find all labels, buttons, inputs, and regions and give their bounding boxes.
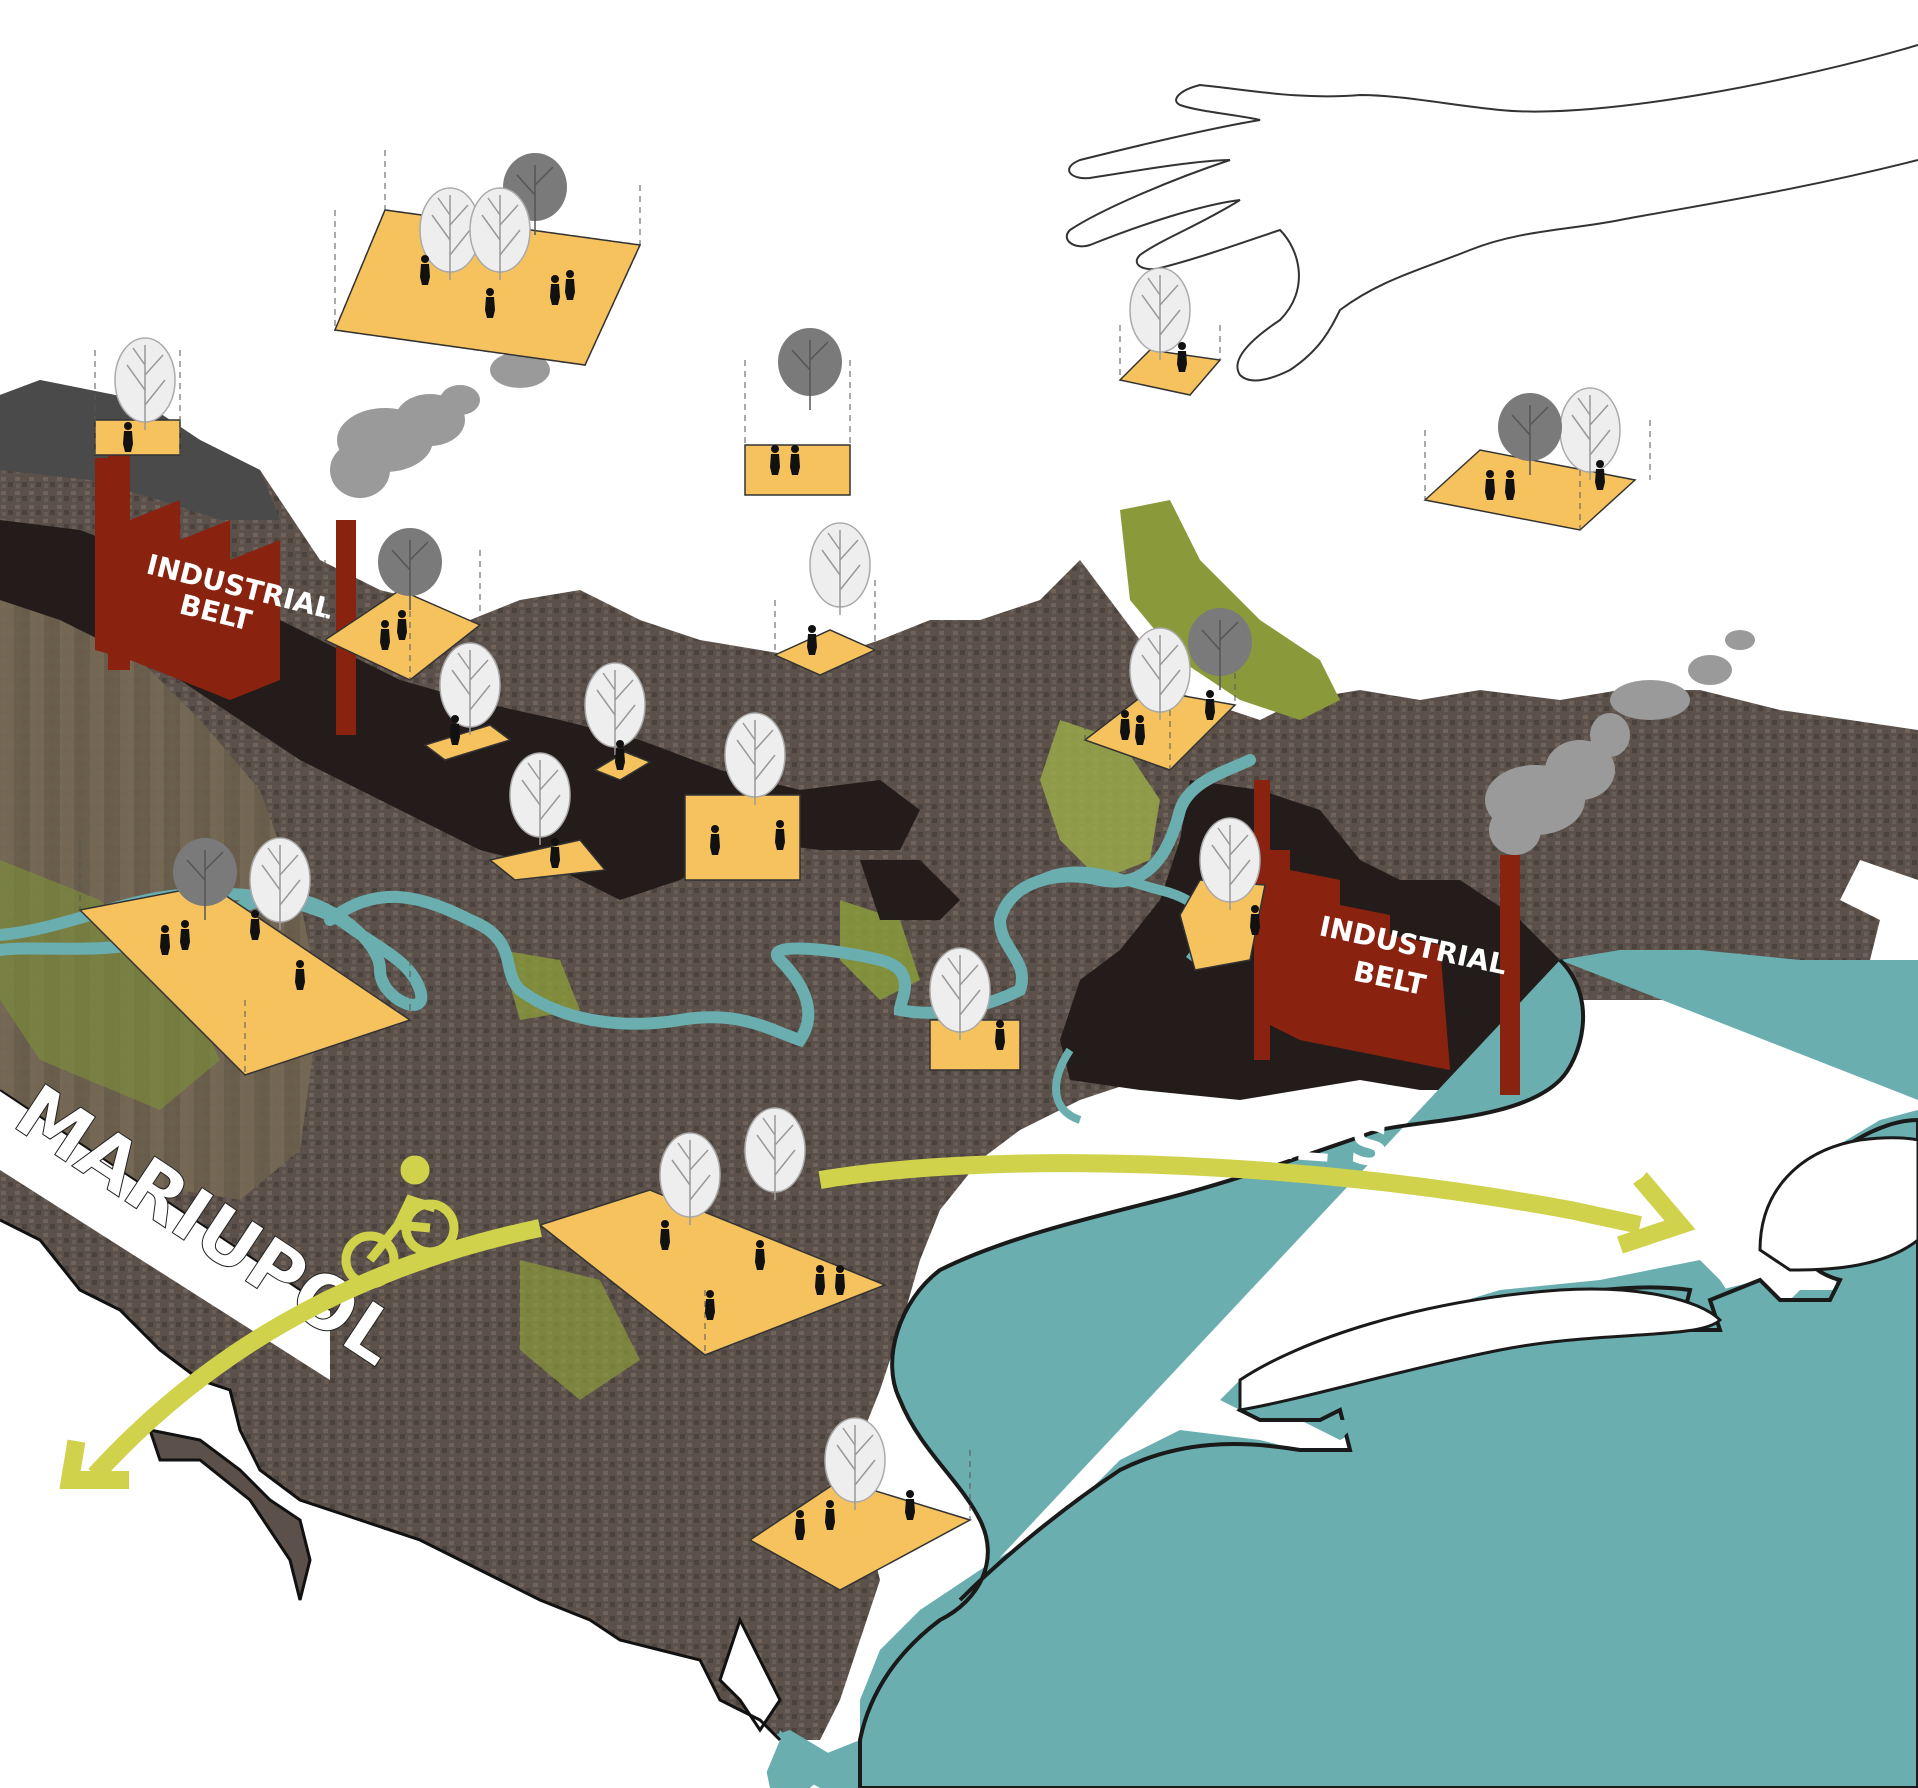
bicycle-icon	[341, 1155, 459, 1289]
east-shore	[1758, 1136, 1918, 1272]
green-park-south	[520, 1260, 640, 1400]
platform-east-river	[1179, 817, 1266, 971]
peoples-corridor-arrow	[59, 1154, 1696, 1489]
hand-icon	[1065, 44, 1918, 382]
platform-center-river	[929, 947, 1021, 1071]
platform-west-mid	[323, 527, 482, 681]
map-side-face	[0, 1090, 330, 1380]
platform-center-2	[773, 522, 877, 676]
smoke-icon-east	[1485, 630, 1755, 855]
platform-sky-2	[744, 327, 851, 496]
platform-corridor-center	[538, 1107, 888, 1356]
platform-south	[748, 1417, 972, 1591]
airport-strip	[147, 1428, 312, 1601]
green-park-river	[1040, 720, 1160, 880]
platform-east-sky	[1423, 387, 1651, 531]
platform-small-1	[423, 642, 512, 761]
industrial-zone-small	[860, 860, 960, 920]
platform-small-2	[584, 662, 652, 781]
platform-west-large	[78, 837, 412, 1076]
platform-sky-1	[333, 150, 642, 366]
sea-inlet	[760, 1730, 840, 1788]
coastline-west	[0, 1218, 782, 1742]
green-park-small	[500, 950, 580, 1020]
platform-center-1	[488, 752, 607, 881]
platform-east-1	[1083, 607, 1253, 771]
platform-west-tall	[94, 337, 181, 456]
smoke-icon-west	[330, 305, 602, 498]
river-mouth	[1052, 1047, 1082, 1124]
platform-center-tall	[684, 712, 801, 881]
platform-hand	[1118, 267, 1222, 396]
bay-shore	[1238, 1287, 1723, 1412]
